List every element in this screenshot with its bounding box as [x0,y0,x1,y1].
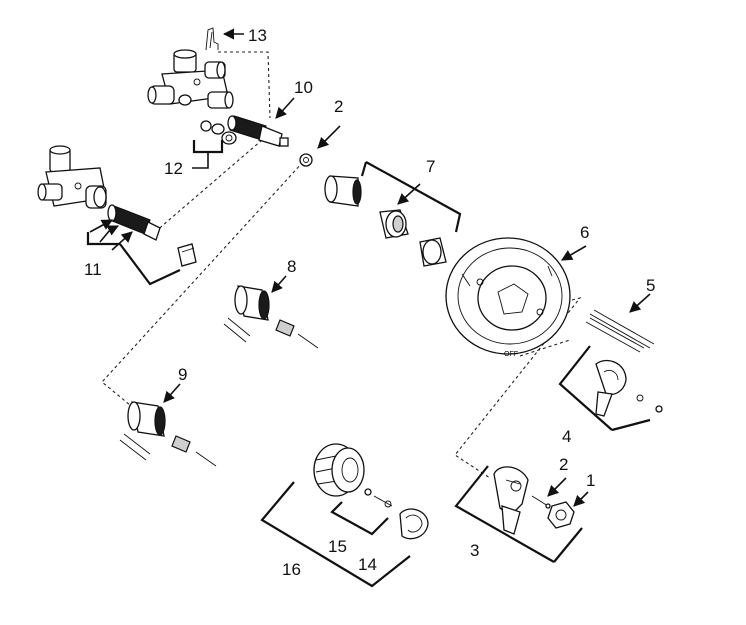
callout-2-lower: 2 [559,455,568,474]
callout-3: 3 [470,541,479,560]
callout-11: 11 [84,260,102,279]
callout-13: 13 [248,26,267,45]
part-4-lever-handle [595,359,663,417]
part-6-escutcheon: OFF [445,237,571,358]
assembly-guide-lines [101,51,582,479]
callout-2-upper: 2 [334,97,343,116]
part-12-fittings [200,120,237,145]
callout-5: 5 [646,276,655,295]
callout-1: 1 [586,471,595,490]
part-14-trim-ring [399,508,429,540]
callout-7: 7 [426,157,435,176]
part-11-cartridge [107,204,197,267]
part-1-nut [547,501,575,529]
brackets [86,140,651,588]
part-16-knob [313,443,365,497]
callout-numbers: 1 2 2 3 4 5 6 7 8 9 10 11 12 13 14 15 16 [84,26,655,579]
callout-leaders [89,28,651,507]
callout-9: 9 [178,365,187,384]
part-13-clip [205,27,219,51]
callout-15: 15 [328,537,347,556]
left-valve-body [37,145,107,209]
part-5-screws [585,309,655,353]
part-9-sleeve [119,401,217,467]
part-8-sleeve [223,285,319,349]
callout-12: 12 [164,159,183,178]
part-10-cartridge [227,115,289,147]
part-7-sleeve-set [324,175,447,267]
upper-valve-body [147,49,234,109]
callout-16: 16 [282,560,301,579]
callout-8: 8 [287,257,296,276]
part-15-screw-set [364,488,393,508]
part-2-washer-upper [299,153,313,167]
callout-10: 10 [294,78,313,97]
callout-4: 4 [562,427,571,446]
callout-6: 6 [580,223,589,242]
part-3-handle-adapter [493,466,529,535]
escutcheon-off-mark: OFF [504,351,518,358]
callout-14: 14 [358,555,377,574]
part-2-screw-lower [531,495,551,509]
